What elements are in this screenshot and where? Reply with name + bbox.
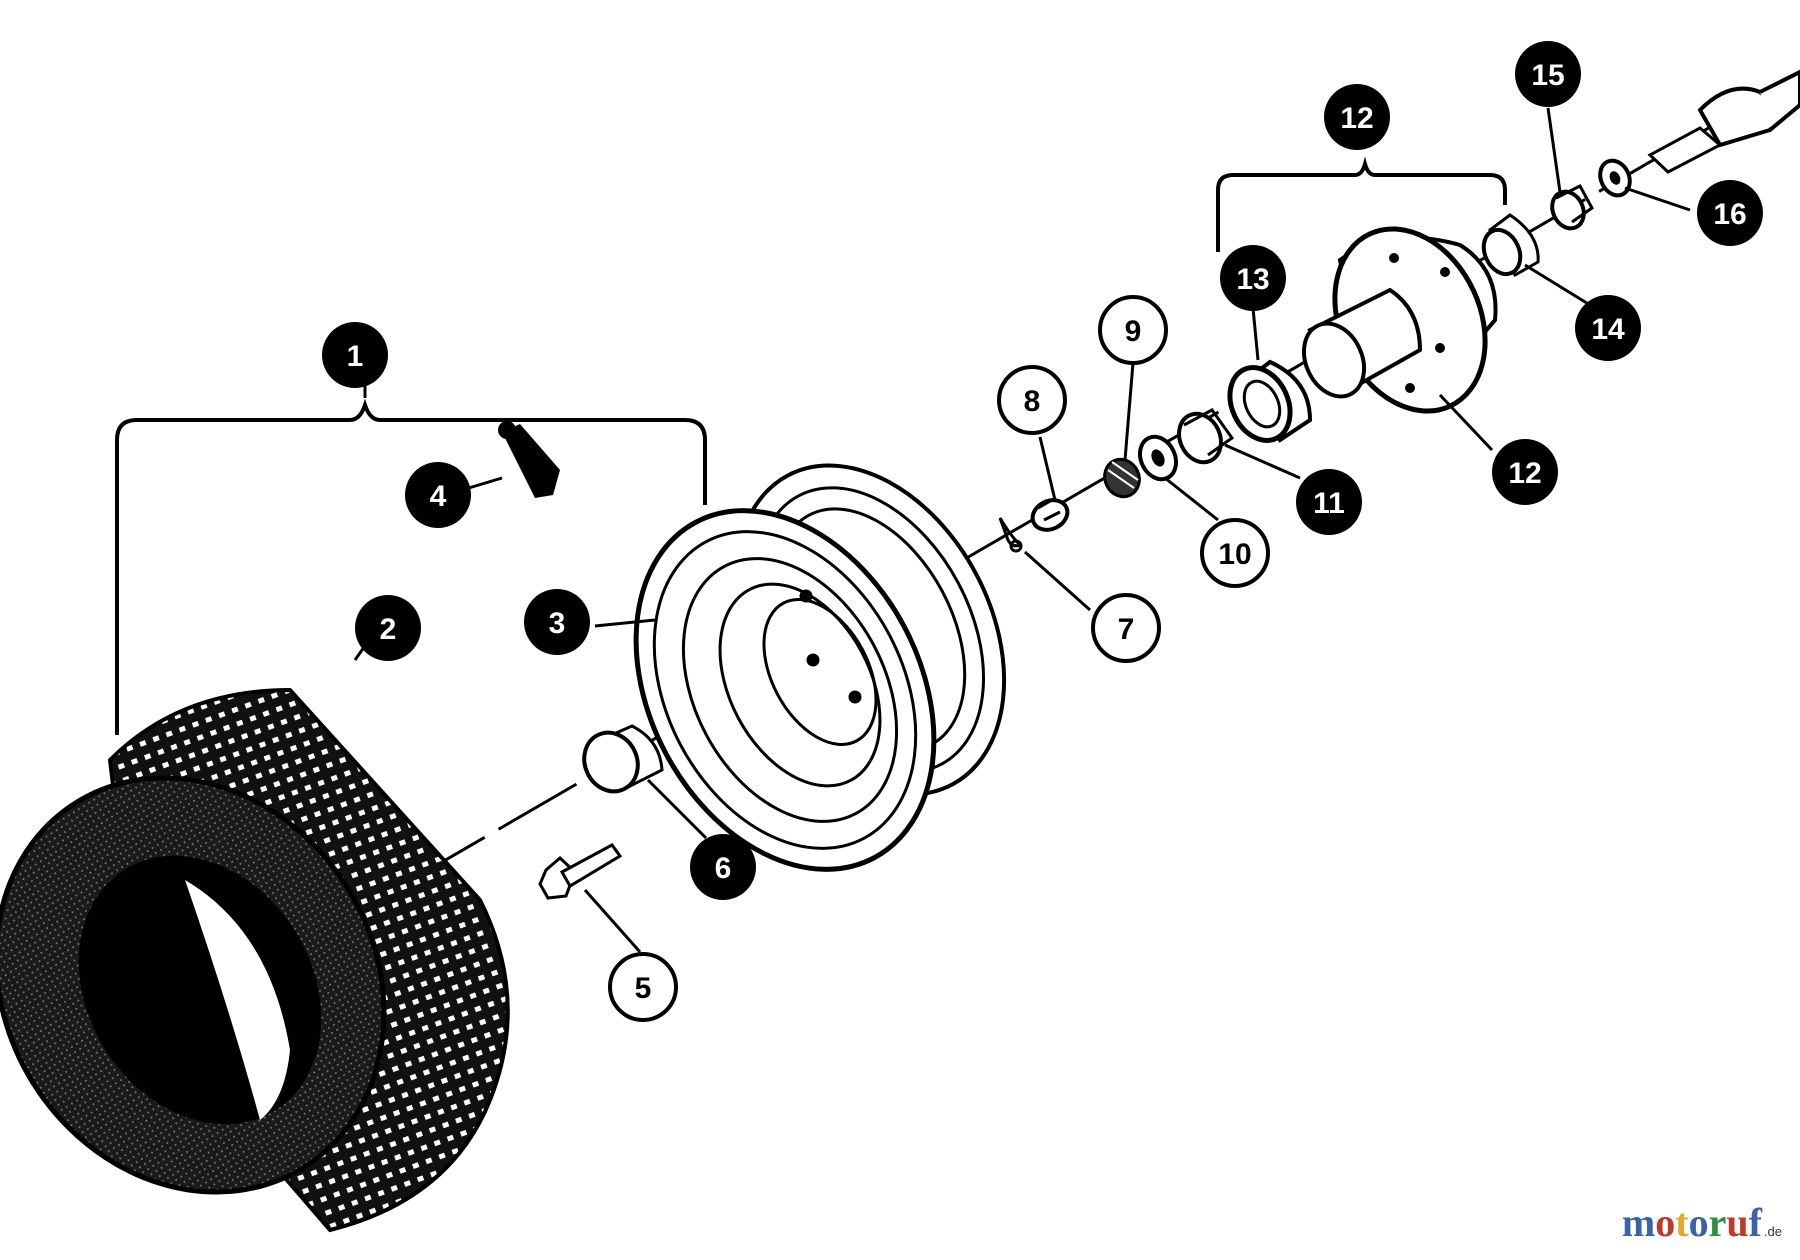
callout-16-label: 16 (1713, 198, 1746, 231)
watermark-letter: o (1688, 1200, 1709, 1245)
callout-11: 11 (1296, 469, 1362, 535)
lug-nut (582, 724, 664, 794)
watermark-letter: u (1726, 1200, 1749, 1245)
callout-2-label: 2 (380, 613, 397, 646)
bracket-assembly-12 (1216, 156, 1507, 252)
wheel-hub (1301, 226, 1498, 414)
callout-10-label: 10 (1218, 538, 1251, 571)
callout-9-label: 9 (1125, 315, 1142, 348)
callout-7: 7 (1091, 593, 1161, 663)
outer-bearing-cone (1550, 184, 1594, 231)
callout-12-hub: 12 (1492, 439, 1558, 505)
watermark-suffix: .de (1763, 1224, 1782, 1239)
bearing-cone (1177, 408, 1235, 465)
callout-16: 16 (1697, 180, 1763, 246)
callout-4-label: 4 (430, 480, 447, 513)
callout-1: 1 (322, 322, 388, 388)
callout-15: 15 (1515, 41, 1581, 107)
watermark-letter: o (1655, 1200, 1676, 1245)
valve-stem (498, 421, 560, 498)
nut (1103, 457, 1141, 499)
callout-7-label: 7 (1118, 613, 1135, 646)
callout-6: 6 (690, 834, 756, 900)
callout-6-label: 6 (715, 852, 732, 885)
tire (0, 687, 510, 1233)
watermark-letter: t (1675, 1200, 1689, 1245)
callout-12-top-label: 12 (1340, 102, 1373, 135)
callout-3-label: 3 (549, 607, 566, 640)
callout-5-label: 5 (635, 972, 652, 1005)
callout-4: 4 (405, 462, 471, 528)
watermark-letter: f (1748, 1200, 1762, 1245)
callout-14-label: 14 (1591, 313, 1625, 346)
watermark-letter: m (1621, 1200, 1656, 1245)
callout-1-label: 1 (347, 340, 364, 373)
wheel-bolt (538, 843, 623, 900)
wheel-rim (633, 463, 1007, 872)
bracket-assembly-1 (115, 398, 707, 735)
watermark-letter: r (1708, 1200, 1727, 1245)
callout-badges: 1 2 3 4 5 6 7 8 (322, 41, 1763, 1022)
callout-12-hub-label: 12 (1508, 457, 1541, 490)
callout-13-label: 13 (1236, 263, 1269, 296)
outer-bearing-cup (1481, 213, 1540, 278)
callout-12-top: 12 (1324, 84, 1390, 150)
outer-washer (1598, 158, 1632, 198)
callout-15-label: 15 (1531, 59, 1564, 92)
callout-8: 8 (997, 365, 1067, 435)
watermark-logo: motoruf.de (1622, 1199, 1782, 1246)
callout-3: 3 (524, 589, 590, 655)
castle-nut (1030, 498, 1070, 532)
callout-9: 9 (1098, 295, 1168, 365)
callout-2: 2 (355, 595, 421, 661)
callout-13: 13 (1220, 245, 1286, 311)
bearing-cup (1227, 359, 1313, 443)
callout-8-label: 8 (1024, 385, 1041, 418)
callout-14: 14 (1575, 295, 1641, 361)
callout-11-label: 11 (1313, 487, 1345, 520)
callout-5: 5 (608, 952, 678, 1022)
callout-10: 10 (1200, 518, 1270, 588)
spindle (1647, 69, 1800, 174)
